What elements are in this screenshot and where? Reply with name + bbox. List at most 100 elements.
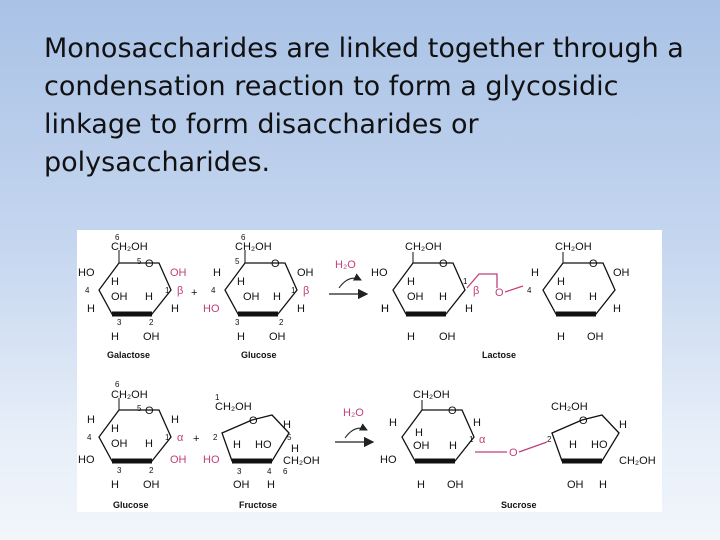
- water-label: H₂O: [335, 259, 356, 271]
- label: 3: [237, 467, 242, 476]
- label: 3: [117, 318, 122, 327]
- label: 2: [149, 318, 154, 327]
- ring-oxygen: O: [439, 258, 448, 270]
- ring-oxygen: O: [249, 415, 258, 427]
- lactose-caption: Lactose: [482, 350, 516, 360]
- label: 1: [165, 433, 170, 442]
- label: 4: [527, 286, 532, 295]
- label: H: [531, 267, 539, 279]
- fructose-caption: Fructose: [239, 500, 277, 510]
- label: β: [177, 285, 183, 297]
- label: 5: [137, 404, 142, 413]
- label: CH₂OH: [555, 241, 592, 253]
- label: H: [273, 291, 281, 303]
- label: CH₂OH: [111, 389, 148, 401]
- water-label-bottom: H₂O: [343, 407, 364, 419]
- ring-oxygen: O: [448, 405, 457, 417]
- label: 3: [117, 466, 122, 475]
- sucrose-structure: CH₂OH O H H H OH H 1 α HO H OH O 2 CH₂OH…: [380, 389, 656, 510]
- label: H: [111, 331, 119, 343]
- label: OH: [269, 331, 286, 343]
- label: OH: [233, 479, 250, 491]
- glucose-bottom-caption: Glucose: [113, 500, 149, 510]
- ring-oxygen: O: [145, 258, 154, 270]
- label: H: [389, 417, 397, 429]
- label: HO: [255, 439, 272, 451]
- reaction-svg: 6 CH₂OH O HO H 4 OH H 5 OH 1 β H H 3 2 H…: [78, 233, 656, 510]
- label: OH: [567, 479, 584, 491]
- label: H: [473, 417, 481, 429]
- label: HO: [78, 267, 95, 279]
- label: H: [171, 303, 179, 315]
- label: OH: [439, 331, 456, 343]
- label: 6: [241, 233, 246, 242]
- label: H: [465, 303, 473, 315]
- label: HO: [203, 303, 220, 315]
- label: H: [237, 331, 245, 343]
- galactose-caption: Galactose: [107, 350, 150, 360]
- sucrose-caption: Sucrose: [501, 500, 537, 510]
- label: 2: [279, 318, 284, 327]
- label: HO: [78, 454, 95, 466]
- label: HO: [203, 454, 220, 466]
- label: H: [407, 276, 415, 288]
- label: H: [111, 423, 119, 435]
- label: 4: [267, 467, 272, 476]
- label: H: [233, 439, 241, 451]
- glucose-caption: Glucose: [241, 350, 277, 360]
- label: OH: [407, 291, 424, 303]
- ring-oxygen: O: [579, 415, 588, 427]
- label: 4: [211, 286, 216, 295]
- label: H: [297, 303, 305, 315]
- label: 1: [469, 435, 474, 444]
- ring-oxygen: O: [271, 258, 280, 270]
- glycosidic-linkage-diagram: 6 CH₂OH O HO H 4 OH H 5 OH 1 β H H 3 2 H…: [77, 230, 662, 512]
- label: α: [479, 434, 486, 446]
- label: CH₂OH: [235, 241, 272, 253]
- label: H: [87, 414, 95, 426]
- label: H: [87, 303, 95, 315]
- label: 2: [213, 433, 218, 442]
- label: OH: [555, 291, 572, 303]
- label: β: [303, 285, 309, 297]
- label: OH: [613, 267, 630, 279]
- label: H: [449, 440, 457, 452]
- label: H: [291, 443, 299, 455]
- label: H: [283, 419, 291, 431]
- label: OH: [111, 291, 128, 303]
- label: β: [473, 285, 479, 297]
- label: OH: [170, 267, 187, 279]
- label: 1: [165, 286, 170, 295]
- label: 1: [291, 286, 296, 295]
- label: OH: [447, 479, 464, 491]
- label: OH: [587, 331, 604, 343]
- lactose-structure: CH₂OH O HO H OH H H H H OH β 1 O 4 CH₂OH…: [371, 241, 630, 360]
- label: OH: [143, 479, 160, 491]
- label: CH₂OH: [551, 401, 588, 413]
- plus-sign: +: [191, 287, 197, 299]
- label: 4: [85, 286, 90, 295]
- label: H: [213, 267, 221, 279]
- label: OH: [111, 438, 128, 450]
- label: H: [237, 276, 245, 288]
- label: OH: [297, 267, 314, 279]
- label: 5: [287, 433, 292, 442]
- label: α: [177, 432, 184, 444]
- label: HO: [371, 267, 388, 279]
- label: CH₂OH: [413, 389, 450, 401]
- label: OH: [143, 331, 160, 343]
- label: H: [145, 291, 153, 303]
- label: 2: [547, 435, 552, 444]
- label: CH₂OH: [619, 455, 656, 467]
- label: H: [417, 479, 425, 491]
- ring-oxygen: O: [145, 405, 154, 417]
- label: H: [171, 414, 179, 426]
- label: 5: [235, 257, 240, 266]
- label: 6: [115, 380, 120, 389]
- label: 3: [235, 318, 240, 327]
- label: 6: [115, 233, 120, 242]
- label: H: [407, 331, 415, 343]
- label: CH₂OH: [405, 241, 442, 253]
- label: OH: [413, 440, 430, 452]
- slide-body-text: Monosaccharides are linked together thro…: [44, 33, 684, 178]
